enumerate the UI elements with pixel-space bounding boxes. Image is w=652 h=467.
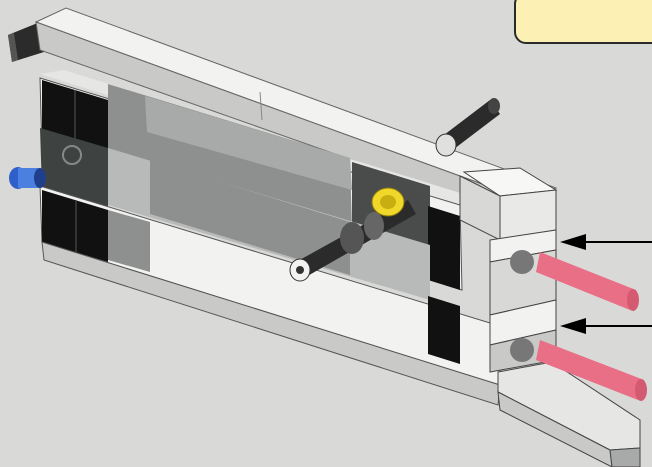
arrow-lower [560,318,652,334]
arrow-upper [560,234,652,250]
upper-axle [436,98,500,156]
blue-pin [9,167,46,189]
